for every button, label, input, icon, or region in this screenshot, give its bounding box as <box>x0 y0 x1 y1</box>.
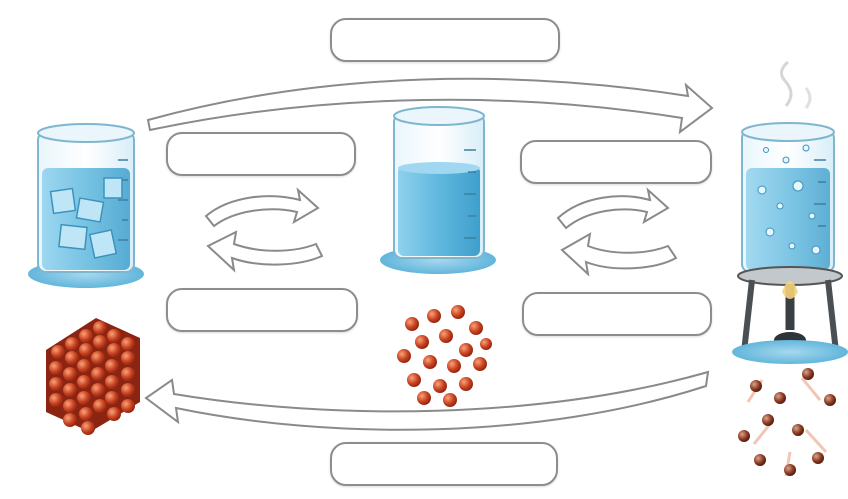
freezing-arrow <box>208 232 322 270</box>
water-beaker-icon <box>380 107 496 274</box>
condensation-arrow <box>562 234 676 274</box>
label-box-solid-to-liquid[interactable] <box>166 132 356 176</box>
gas-particles-icon <box>738 368 836 476</box>
label-box-gas-to-liquid[interactable] <box>522 292 712 336</box>
label-box-bottom[interactable] <box>330 442 558 486</box>
label-box-liquid-to-gas[interactable] <box>520 140 712 184</box>
boiling-beaker-icon <box>742 62 834 272</box>
liquid-particles-icon <box>397 305 492 407</box>
melting-arrow <box>206 190 318 226</box>
burner-icon <box>732 267 848 364</box>
ice-beaker-icon <box>28 124 144 288</box>
label-box-liquid-to-solid[interactable] <box>166 288 358 332</box>
evaporation-arrow <box>558 190 668 228</box>
solid-lattice-icon <box>46 318 140 435</box>
label-box-top[interactable] <box>330 18 560 62</box>
